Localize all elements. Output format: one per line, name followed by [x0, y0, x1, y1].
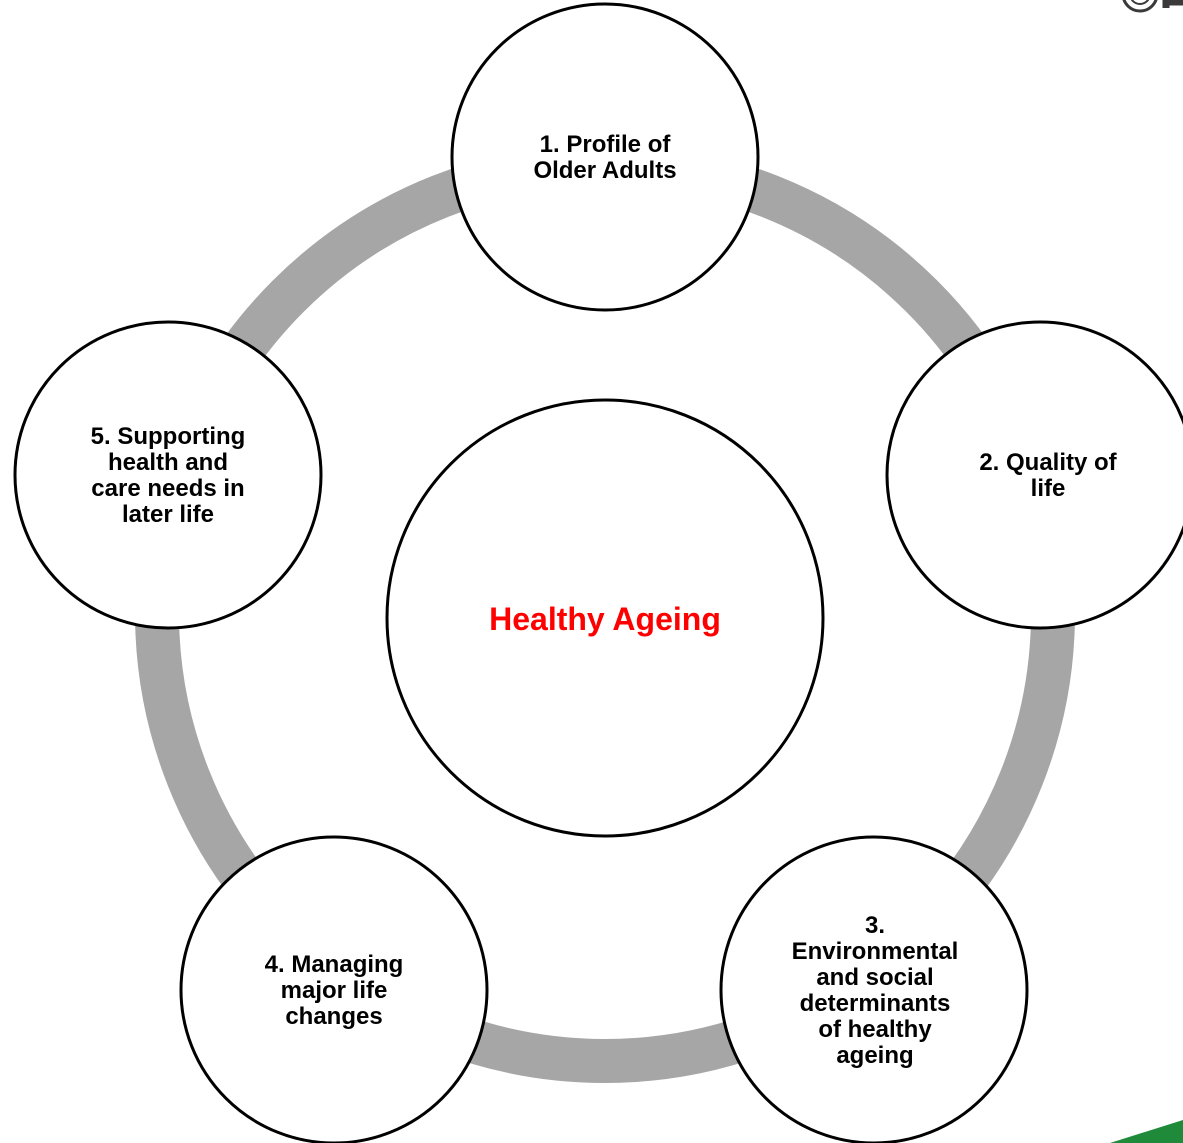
node-label-line: care needs in [91, 475, 244, 502]
brand-swoosh [1110, 1120, 1183, 1143]
seal-icon [1122, 0, 1158, 13]
node-label-line: later life [122, 501, 214, 528]
node-label-line: life [1031, 475, 1066, 502]
node-circle [719, 835, 1029, 1143]
node-label-line: Environmental [792, 938, 959, 965]
node-circle [450, 2, 760, 312]
logo-mark-fragment [1162, 0, 1183, 8]
node-circle [179, 835, 489, 1143]
node-label-line: ageing [836, 1042, 913, 1069]
node-label-line: Older Adults [533, 157, 676, 184]
node-label-line: 1. Profile of [540, 131, 672, 158]
node-label-line: of healthy [818, 1016, 932, 1043]
node-circle [13, 320, 323, 630]
node-label-line: changes [285, 1003, 382, 1030]
node-label-line: and social [816, 964, 933, 991]
node-label-line: determinants [800, 990, 951, 1017]
center-node: Healthy Ageing [385, 398, 825, 838]
node-label-line: 4. Managing [265, 951, 404, 978]
center-label: Healthy Ageing [489, 601, 721, 637]
node-label-line: 5. Supporting [91, 423, 246, 450]
node-label-line: major life [281, 977, 388, 1004]
node-label-line: 2. Quality of [979, 449, 1117, 476]
corner-logo [1122, 0, 1183, 13]
node-label-line: 3. [865, 912, 885, 939]
node-label-line: health and [108, 449, 228, 476]
node-circle [885, 320, 1183, 630]
center-circle [385, 398, 825, 838]
